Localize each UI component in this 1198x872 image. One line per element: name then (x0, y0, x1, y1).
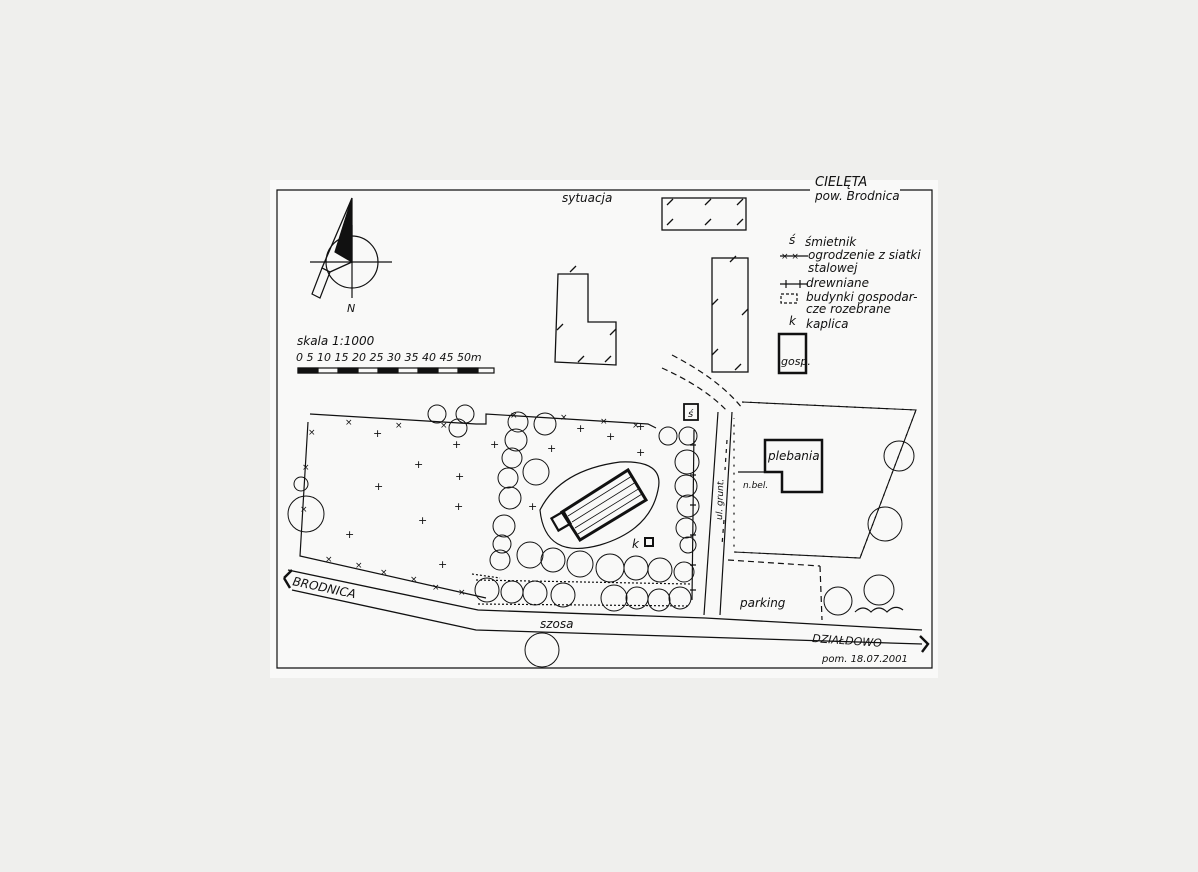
wooden-fence (691, 429, 695, 601)
svg-text:kaplica: kaplica (806, 317, 849, 331)
parking-area (727, 559, 823, 621)
dirt-road (703, 411, 733, 616)
map-heading: sytuacja (562, 191, 612, 205)
svg-text:×: × (302, 463, 310, 473)
svg-text:DZIAŁDOWO: DZIAŁDOWO (812, 632, 883, 650)
title-county: pow. Brodnica (814, 189, 900, 203)
plebania-label: plebania (767, 449, 820, 463)
gosp-building (777, 332, 808, 375)
svg-text:+: + (576, 422, 585, 435)
svg-text:×: × (395, 421, 403, 431)
svg-text:×: × (345, 418, 353, 428)
svg-text:×: × (432, 583, 440, 593)
svg-text:+: + (373, 427, 382, 440)
scale-bar (297, 367, 495, 374)
main-road (287, 569, 923, 645)
grave-crosses: + + + + + + + + + + + + + + + + (345, 420, 645, 571)
svg-text:×: × (308, 428, 316, 438)
north-label: N (347, 302, 355, 315)
drawing-sheet (270, 180, 938, 678)
trees (287, 404, 915, 668)
scale-ticks: 0 5 10 15 20 25 30 35 40 45 50m (296, 351, 482, 364)
chapel-k-label: k (632, 537, 640, 551)
svg-text:+: + (452, 438, 461, 451)
svg-text:+: + (528, 500, 537, 513)
svg-text:+: + (418, 514, 427, 527)
svg-text:+: + (374, 480, 383, 493)
trash-bin-label: ś (688, 408, 694, 420)
svg-text:×: × (380, 568, 388, 578)
dirt-road-label: ul. grunt. (715, 479, 726, 520)
svg-text:+: + (606, 430, 615, 443)
title-place: CIELĘTA (815, 175, 867, 190)
survey-note: pom. 18.07.2001 (821, 654, 908, 665)
plebania-building (763, 438, 824, 494)
svg-text:×: × (325, 555, 333, 565)
parking-label: parking (739, 596, 786, 610)
svg-text:×: × (600, 417, 608, 427)
svg-text:+: + (345, 528, 354, 541)
svg-text:+: + (455, 470, 464, 483)
map-legend: ś śmietnik × × ogrodzenie z siatki stalo… (780, 233, 921, 331)
svg-text:×: × (510, 411, 518, 421)
chapel-icon (644, 537, 654, 547)
svg-text:×: × (355, 561, 363, 571)
svg-text:budynki gospodar-: budynki gospodar- (806, 290, 917, 304)
dashed-path-2 (661, 367, 729, 413)
svg-text:k: k (789, 314, 797, 328)
church-building (539, 461, 660, 549)
trash-bin-icon (683, 403, 699, 421)
churchyard-fence (299, 413, 657, 599)
svg-text:×: × (632, 421, 640, 431)
parsonage-plot-outline (733, 401, 917, 559)
svg-text:stalowej: stalowej (808, 261, 858, 275)
svg-text:ś: ś (789, 233, 796, 247)
svg-text:+: + (490, 438, 499, 451)
svg-text:×: × (300, 505, 308, 515)
hedge (471, 573, 691, 607)
svg-text:śmietnik: śmietnik (805, 235, 857, 249)
svg-text:+: + (454, 500, 463, 513)
scale-label: skala 1:1000 (297, 334, 375, 348)
svg-text:drewniane: drewniane (806, 276, 869, 290)
parsonage-plot (733, 401, 917, 559)
map-frame (276, 189, 933, 669)
svg-text:+: + (547, 442, 556, 455)
svg-text:× ×: × × (781, 252, 799, 262)
dashed-path (671, 354, 743, 409)
svg-text:+: + (636, 446, 645, 459)
fence-marks: × × × × × × × × × × × × × × × × (300, 411, 640, 598)
svg-text:×: × (560, 413, 568, 423)
gosp-label: gosp. (781, 355, 811, 368)
svg-text:+: + (414, 458, 423, 471)
svg-text:×: × (410, 575, 418, 585)
north-arrow-icon: N (310, 197, 392, 315)
svg-text:ogrodzenie z siatki: ogrodzenie z siatki (808, 248, 921, 262)
svg-text:+: + (636, 420, 645, 433)
demolished-buildings (554, 197, 749, 373)
svg-text:×: × (458, 588, 466, 598)
svg-text:×: × (440, 421, 448, 431)
n-bel-label: n.bel. (743, 481, 768, 491)
svg-text:+: + (438, 558, 447, 571)
svg-text:cze rozebrane: cze rozebrane (806, 302, 891, 316)
road-label: szosa (540, 617, 574, 631)
direction-dzialdowo: DZIAŁDOWO (812, 632, 930, 653)
